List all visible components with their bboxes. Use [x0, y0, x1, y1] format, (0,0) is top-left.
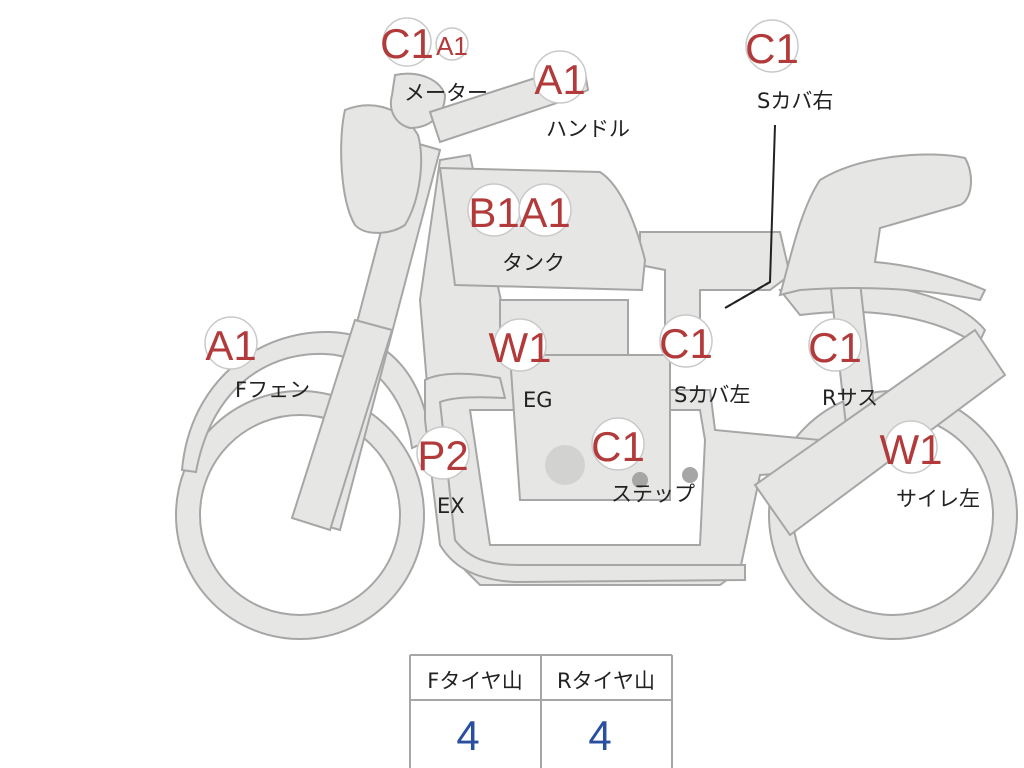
front-fork-lower	[290, 318, 394, 532]
tank-label: タンク	[502, 251, 565, 275]
silencer-shape	[753, 328, 1007, 537]
meter-code-1: C1	[380, 20, 434, 67]
front-fender-code: A1	[205, 322, 256, 369]
front-wheel	[175, 390, 425, 640]
rear-tire-value: 4	[588, 712, 611, 759]
exhaust-pipe-shape	[424, 372, 746, 584]
tank-annotation: B1 A1 タンク	[467, 183, 572, 275]
engine-code: W1	[489, 324, 552, 371]
rear-suspension-code: C1	[808, 324, 862, 371]
handle-label: ハンドル	[546, 117, 630, 141]
silencer-left-annotation: W1 サイレ左	[880, 420, 980, 511]
step-pegs	[632, 467, 698, 488]
tank-code-1: B1	[468, 189, 519, 236]
meter-label: メーター	[404, 81, 488, 105]
silencer-left-code: W1	[880, 426, 943, 473]
side-cover-left-annotation: C1 Sカバ左	[659, 314, 750, 407]
silencer-left-label: サイレ左	[896, 487, 980, 511]
front-fender-label: Fフェン	[235, 378, 310, 402]
side-cover-left-label: Sカバ左	[674, 383, 750, 407]
step-annotation: C1 ステップ	[591, 417, 695, 506]
side-cover-right-annotation: C1 Sカバ右	[745, 19, 833, 113]
side-cover-left-code: C1	[659, 320, 713, 367]
handle-code: A1	[534, 56, 585, 103]
tank-code-2: A1	[519, 189, 570, 236]
meter-annotation: C1 A1 メーター	[380, 17, 488, 105]
side-cover-shape	[639, 231, 792, 331]
exhaust-code: P2	[417, 432, 468, 479]
exhaust-annotation: P2 EX	[416, 426, 470, 518]
engine-label: EG	[523, 388, 553, 412]
side-cover-right-label: Sカバ右	[757, 89, 833, 113]
front-tire-header: Fタイヤ山	[427, 669, 522, 693]
rear-suspension-label: Rサス	[822, 386, 878, 410]
tire-tread-table: Fタイヤ山 Rタイヤ山 4 4	[409, 654, 673, 768]
front-fender-annotation: A1 Fフェン	[204, 316, 310, 402]
rear-suspension-annotation: C1 Rサス	[808, 318, 878, 410]
engine-annotation: W1 EG	[489, 318, 553, 412]
rear-tire-header: Rタイヤ山	[557, 669, 655, 693]
handle-annotation: A1 ハンドル	[533, 50, 630, 141]
seat-shape	[778, 153, 987, 302]
exhaust-label: EX	[437, 494, 465, 518]
front-tire-value: 4	[456, 712, 479, 759]
step-label: ステップ	[611, 482, 695, 506]
side-cover-right-code: C1	[745, 25, 799, 72]
meter-code-2: A1	[436, 31, 468, 61]
step-code: C1	[591, 423, 645, 470]
